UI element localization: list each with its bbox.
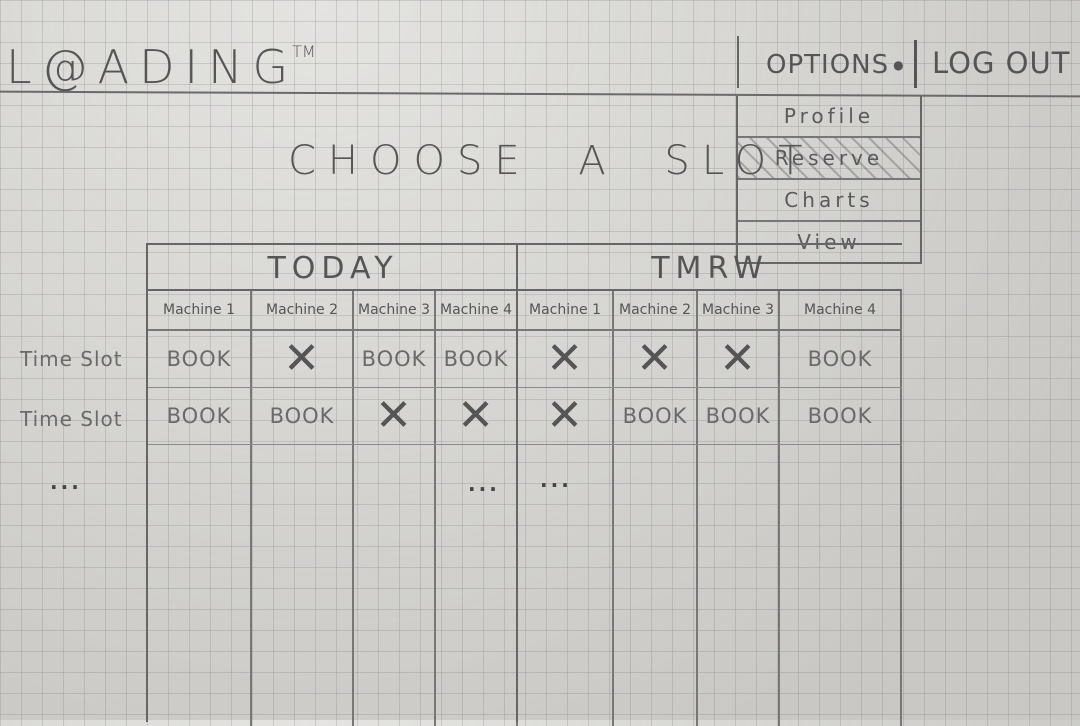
machine-header: Machine 4 <box>780 291 902 329</box>
day-header-today: TODAY <box>148 245 518 291</box>
unavailable-slot: ✕ <box>518 388 614 444</box>
machine-header: Machine 1 <box>148 291 252 329</box>
app-logo[interactable]: L@ADING TM <box>6 40 316 94</box>
machine-header: Machine 4 <box>436 291 518 329</box>
logo-text: L@ADING <box>6 40 299 94</box>
unavailable-slot: ✕ <box>518 331 614 387</box>
table-row: ✕ BOOK BOOK BOOK <box>518 388 902 445</box>
empty-table-columns <box>148 445 518 726</box>
trademark-mark: TM <box>292 42 316 61</box>
options-dropdown-menu: Profile Reserve Charts View <box>736 96 922 264</box>
unavailable-slot: ✕ <box>252 331 354 387</box>
menu-item-view[interactable]: View <box>797 230 861 254</box>
options-menu-button[interactable]: OPTIONS ● <box>766 50 905 80</box>
cross-icon: ✕ <box>283 333 321 384</box>
book-slot-button[interactable]: BOOK <box>698 388 780 444</box>
cross-icon: ✕ <box>546 390 584 441</box>
book-slot-button[interactable]: BOOK <box>780 388 902 444</box>
unavailable-slot: ✕ <box>354 388 436 444</box>
book-slot-button[interactable]: BOOK <box>148 388 252 444</box>
tomorrow-schedule-table: TMRW Machine 1 Machine 2 Machine 3 Machi… <box>516 243 902 726</box>
more-rows-indicator: ... <box>50 470 82 494</box>
time-slot-label: Time Slot <box>20 407 123 431</box>
machine-header-row: Machine 1 Machine 2 Machine 3 Machine 4 <box>518 291 902 331</box>
machine-header-row: Machine 1 Machine 2 Machine 3 Machine 4 <box>148 291 518 331</box>
options-label: OPTIONS <box>766 50 890 80</box>
unavailable-slot: ✕ <box>698 331 780 387</box>
unavailable-slot: ✕ <box>614 331 698 387</box>
menu-item-profile[interactable]: Profile <box>738 96 920 138</box>
book-slot-button[interactable]: BOOK <box>252 388 354 444</box>
book-slot-button[interactable]: BOOK <box>614 388 698 444</box>
today-schedule-table: TODAY Machine 1 Machine 2 Machine 3 Mach… <box>146 243 518 726</box>
time-slot-label: Time Slot <box>20 347 123 371</box>
header-divider <box>737 36 739 88</box>
book-slot-button[interactable]: BOOK <box>780 331 902 387</box>
header-divider <box>914 40 917 88</box>
cross-icon: ✕ <box>719 333 757 384</box>
page-title: CHOOSE A SLOT <box>288 138 815 184</box>
machine-header: Machine 2 <box>614 291 698 329</box>
table-row: BOOK ✕ BOOK BOOK <box>148 331 518 388</box>
cross-icon: ✕ <box>546 333 584 384</box>
book-slot-button[interactable]: BOOK <box>354 331 436 387</box>
more-rows-indicator: ... <box>468 472 500 496</box>
cross-icon: ✕ <box>636 333 674 384</box>
cross-icon: ✕ <box>457 390 495 441</box>
menu-item-charts[interactable]: Charts <box>738 180 920 222</box>
menu-item-reserve[interactable]: Reserve <box>738 138 920 180</box>
book-slot-button[interactable]: BOOK <box>436 331 518 387</box>
machine-header: Machine 2 <box>252 291 354 329</box>
machine-header: Machine 3 <box>354 291 436 329</box>
unavailable-slot: ✕ <box>436 388 518 444</box>
cross-icon: ✕ <box>375 390 413 441</box>
dropdown-dot-icon: ● <box>893 58 905 72</box>
day-header-tomorrow: TMRW <box>518 245 902 291</box>
table-row: ✕ ✕ ✕ BOOK <box>518 331 902 388</box>
machine-header: Machine 1 <box>518 291 614 329</box>
empty-table-columns <box>518 445 902 726</box>
logout-button[interactable]: LOG OUT <box>932 46 1071 80</box>
table-row: BOOK BOOK ✕ ✕ <box>148 388 518 445</box>
machine-header: Machine 3 <box>698 291 780 329</box>
more-rows-indicator: ... <box>540 468 572 492</box>
book-slot-button[interactable]: BOOK <box>148 331 252 387</box>
